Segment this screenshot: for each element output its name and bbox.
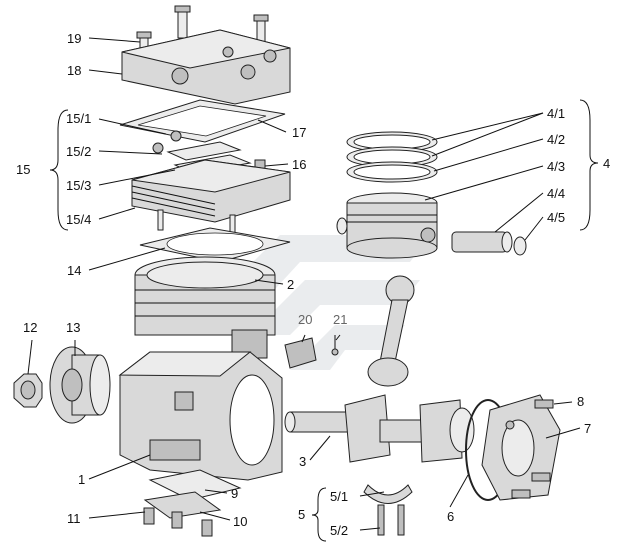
label-18: 18 — [67, 63, 81, 78]
crankshaft — [284, 394, 475, 463]
cylinder-gasket — [139, 227, 291, 263]
label-5-1: 5/1 — [330, 489, 348, 504]
label-4-2: 4/2 — [547, 132, 565, 147]
label-9: 9 — [231, 486, 238, 501]
screw-21 — [331, 335, 339, 356]
label-12: 12 — [23, 320, 37, 335]
part-labels: 19 18 15/1 15/2 15 15/3 15/4 17 16 14 2 … — [16, 31, 610, 538]
nut — [13, 373, 43, 408]
connecting-rod — [367, 275, 415, 387]
rod-cap-bolts — [377, 504, 405, 536]
label-7: 7 — [584, 421, 591, 436]
end-cover-screws — [511, 399, 554, 499]
label-15-4: 15/4 — [66, 212, 91, 227]
label-13: 13 — [66, 320, 80, 335]
label-15: 15 — [16, 162, 30, 177]
label-17: 17 — [292, 125, 306, 140]
piston-pin — [451, 231, 513, 253]
label-6: 6 — [447, 509, 454, 524]
label-4-1: 4/1 — [547, 106, 565, 121]
label-14: 14 — [67, 263, 81, 278]
label-3: 3 — [299, 454, 306, 469]
circlip — [513, 236, 527, 256]
label-5-2: 5/2 — [330, 523, 348, 538]
label-16: 16 — [292, 157, 306, 172]
head-gasket — [119, 99, 286, 143]
cylinder-head — [121, 29, 291, 105]
label-8: 8 — [577, 394, 584, 409]
label-4-3: 4/3 — [547, 159, 565, 174]
bottom-gasket — [148, 469, 242, 501]
label-15-2: 15/2 — [66, 144, 91, 159]
pulley — [49, 346, 111, 424]
leader-lines — [27, 37, 599, 542]
label-2: 2 — [287, 277, 294, 292]
piston — [346, 192, 438, 259]
label-11: 11 — [67, 511, 81, 526]
cylinder — [134, 256, 276, 359]
label-4-5: 4/5 — [547, 210, 565, 225]
piston-rings — [346, 131, 438, 183]
label-21: 21 — [333, 312, 347, 327]
label-4-4: 4/4 — [547, 186, 565, 201]
end-cover — [481, 394, 561, 501]
crankcase — [118, 351, 283, 481]
label-19: 19 — [67, 31, 81, 46]
label-15-1: 15/1 — [66, 111, 91, 126]
bottom-screws — [143, 507, 213, 537]
label-15-3: 15/3 — [66, 178, 91, 193]
rod-bearing-cap — [363, 484, 413, 504]
circlip-left — [336, 217, 348, 235]
valve-plate-assembly — [131, 130, 291, 238]
bottom-plate — [143, 491, 222, 519]
label-1: 1 — [78, 472, 85, 487]
label-20: 20 — [298, 312, 312, 327]
label-5: 5 — [298, 507, 305, 522]
label-4: 4 — [603, 156, 610, 171]
label-10: 10 — [233, 514, 247, 529]
